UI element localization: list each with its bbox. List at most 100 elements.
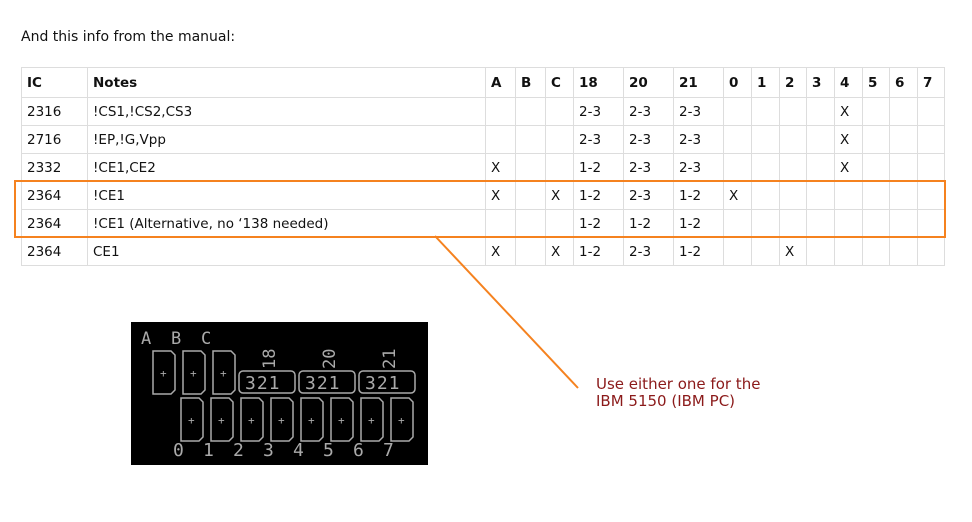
table-cell: 1-2: [573, 153, 624, 182]
plus-mark: +: [248, 414, 255, 427]
pin-label: 0: [173, 440, 184, 461]
plus-mark: +: [160, 367, 167, 380]
pin-label: 2: [233, 440, 244, 461]
jumper-label: C: [201, 329, 211, 349]
column-header: C: [545, 67, 574, 98]
solder-pad: [330, 397, 354, 442]
table-cell: 1-2: [673, 209, 724, 238]
table-cell: [862, 237, 890, 266]
jumper-number: 20: [320, 349, 340, 369]
solder-pad: [180, 397, 204, 442]
table-cell: 2-3: [673, 97, 724, 126]
table-cell: X: [834, 153, 863, 182]
table-cell: [917, 125, 945, 154]
solder-pad: [270, 397, 294, 442]
table-cell: CE1: [87, 237, 486, 266]
callout-text: Use either one for the IBM 5150 (IBM PC): [596, 376, 760, 410]
column-header: 21: [673, 67, 724, 98]
table-cell: 2364: [21, 209, 88, 238]
column-header: Notes: [87, 67, 486, 98]
table-cell: [889, 125, 918, 154]
column-header: A: [485, 67, 516, 98]
callout-line-1: Use either one for the: [596, 375, 761, 393]
jumper-pins: 321: [365, 373, 401, 394]
pin-label: 5: [323, 440, 334, 461]
jumper-number: 21: [380, 349, 400, 369]
table-cell: !EP,!G,Vpp: [87, 125, 486, 154]
solder-pad: [182, 350, 206, 395]
jumper-pins: 321: [245, 373, 281, 394]
table-cell: 2-3: [623, 97, 674, 126]
table-cell: [751, 237, 780, 266]
table-cell: X: [485, 237, 516, 266]
table-cell: X: [485, 153, 516, 182]
plus-mark: +: [188, 414, 195, 427]
table-cell: [834, 237, 863, 266]
jumper-pins: 321: [305, 373, 341, 394]
table-cell: [917, 181, 945, 210]
pin-label: 4: [293, 440, 304, 461]
table-cell: [862, 125, 890, 154]
table-cell: [515, 209, 546, 238]
table-cell: [779, 181, 807, 210]
plus-mark: +: [398, 414, 405, 427]
solder-pad: [360, 397, 384, 442]
plus-mark: +: [368, 414, 375, 427]
table-cell: [917, 237, 945, 266]
solder-pad: [240, 397, 264, 442]
jumper-block: [238, 370, 296, 394]
plus-mark: +: [278, 414, 285, 427]
pin-label: 7: [383, 440, 394, 461]
callout-line-2: IBM 5150 (IBM PC): [596, 392, 736, 410]
table-cell: [917, 97, 945, 126]
solder-pad: [152, 350, 176, 395]
table-cell: [515, 237, 546, 266]
pin-label: 3: [263, 440, 274, 461]
jumper-block: [358, 370, 416, 394]
table-cell: 2-3: [673, 153, 724, 182]
table-cell: [806, 97, 835, 126]
table-cell: [806, 181, 835, 210]
table-cell: [917, 153, 945, 182]
plus-mark: +: [220, 367, 227, 380]
table-cell: 1-2: [673, 237, 724, 266]
highlight-box: [14, 180, 946, 238]
column-header: 20: [623, 67, 674, 98]
table-cell: X: [779, 237, 807, 266]
table-cell: 2-3: [623, 153, 674, 182]
table-cell: 2364: [21, 237, 88, 266]
table-cell: 2-3: [623, 237, 674, 266]
solder-pad: [212, 350, 236, 395]
solder-pad: [300, 397, 324, 442]
table-cell: 1-2: [623, 209, 674, 238]
pin-label: 6: [353, 440, 364, 461]
table-cell: 2-3: [623, 125, 674, 154]
table-cell: [917, 209, 945, 238]
column-header: IC: [21, 67, 88, 98]
table-cell: X: [545, 237, 574, 266]
table-cell: [751, 97, 780, 126]
table-cell: [751, 181, 780, 210]
table-cell: !CE1: [87, 181, 486, 210]
solder-pad: [210, 397, 234, 442]
intro-text: And this info from the manual:: [21, 29, 236, 45]
jumper-number: 18: [260, 349, 280, 369]
plus-mark: +: [338, 414, 345, 427]
plus-mark: +: [308, 414, 315, 427]
table-cell: 1-2: [573, 209, 624, 238]
solder-pad: [390, 397, 414, 442]
table-cell: [515, 181, 546, 210]
table-cell: [723, 153, 752, 182]
plus-mark: +: [218, 414, 225, 427]
column-header: 18: [573, 67, 624, 98]
plus-mark: +: [190, 367, 197, 380]
jumper-block: [298, 370, 356, 394]
table-cell: [779, 153, 807, 182]
jumper-label: B: [171, 329, 181, 349]
